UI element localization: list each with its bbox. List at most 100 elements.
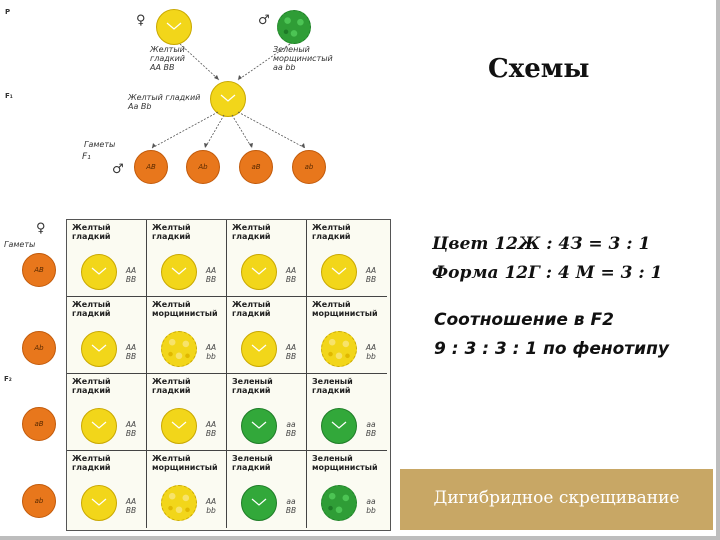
- pea-crease-icon: [91, 421, 107, 429]
- yellow-wrinkled-pea: [321, 331, 357, 367]
- row-gamete-aB: aB: [22, 407, 56, 441]
- f1-pea: [210, 81, 246, 117]
- f1-label: F₁: [5, 92, 13, 100]
- caption-text: Дигибридное скрещивание: [433, 488, 680, 508]
- yellow-smooth-pea: [241, 254, 277, 290]
- f2-ratio-heading: Соотношение в F2: [434, 310, 614, 330]
- gamete-AB: AB: [134, 150, 168, 184]
- row-gamete-AB: AB: [22, 253, 56, 287]
- pea-crease-icon: [251, 344, 267, 352]
- green-smooth-pea: [241, 408, 277, 444]
- green-smooth-pea: [241, 485, 277, 521]
- form-ratio: Форма 12Г : 4 М = 3 : 1: [432, 263, 663, 283]
- yellow-wrinkled-pea: [161, 331, 197, 367]
- f2-label: F₂: [4, 375, 12, 383]
- pea-crease-icon: [171, 421, 187, 429]
- gamete-aB: aB: [239, 150, 273, 184]
- green-wrinkled-pea: [321, 485, 357, 521]
- pea-crease-icon: [91, 344, 107, 352]
- row-gamete-ab: ab: [22, 484, 56, 518]
- parent-green-wrinkled-pea: [277, 10, 311, 44]
- pea-crease-icon: [220, 94, 236, 102]
- gametes-f1-label: F₁: [82, 152, 91, 162]
- p-label: P: [5, 8, 11, 16]
- male-parent-desc: Зеленый морщинистый аа bb: [273, 45, 333, 72]
- green-smooth-pea: [321, 408, 357, 444]
- yellow-smooth-pea: [81, 254, 117, 290]
- pea-crease-icon: [331, 267, 347, 275]
- row-gamete-Ab: Ab: [22, 331, 56, 365]
- pea-crease-icon: [91, 267, 107, 275]
- yellow-smooth-pea: [81, 408, 117, 444]
- female-parent-desc: Желтый гладкий АА ВВ: [150, 45, 185, 72]
- yellow-wrinkled-pea: [161, 485, 197, 521]
- pea-crease-icon: [251, 498, 267, 506]
- f1-desc: Желтый гладкий Аа Вb: [128, 93, 201, 111]
- pea-crease-icon: [251, 421, 267, 429]
- punnett-gametes-label: Гаметы: [4, 240, 36, 249]
- pea-crease-icon: [251, 267, 267, 275]
- yellow-smooth-pea: [161, 254, 197, 290]
- yellow-smooth-pea: [241, 331, 277, 367]
- slide-right-border: [716, 0, 720, 540]
- pea-crease-icon: [91, 498, 107, 506]
- gametes-label: Гаметы: [84, 140, 116, 149]
- pea-crease-icon: [331, 421, 347, 429]
- gamete-ab: ab: [292, 150, 326, 184]
- punnett-female-symbol: ♀: [36, 221, 46, 236]
- gametes-male-symbol: ♂: [112, 162, 124, 177]
- caption-box: Дигибридное скрещивание: [400, 469, 713, 530]
- gamete-Ab: Ab: [186, 150, 220, 184]
- slide-bottom-border: [0, 536, 720, 540]
- slide-title: Схемы: [488, 54, 590, 84]
- female-symbol: ♀: [136, 13, 146, 28]
- pea-crease-icon: [171, 267, 187, 275]
